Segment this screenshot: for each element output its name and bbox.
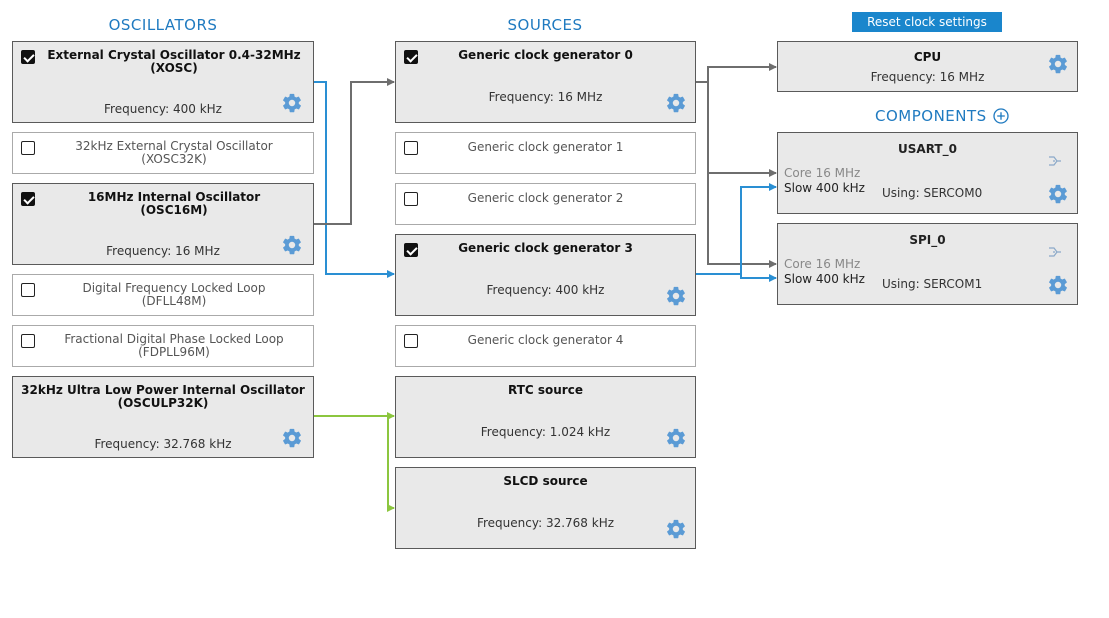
wire-osculp32k-to-slcd [387, 416, 395, 512]
components-header-label: COMPONENTS [875, 107, 987, 125]
source-frequency: Frequency: 1.024 kHz [480, 425, 611, 439]
source-title: Generic clock generator 0 [458, 48, 633, 62]
wire-gclk0-to-cpu [695, 63, 777, 83]
oscillator-osc16m: 16MHz Internal Oscillator(OSC16M) Freque… [12, 183, 314, 265]
connector-plug-icon[interactable] [1047, 244, 1063, 260]
gclk3-enable-checkbox[interactable] [404, 243, 418, 257]
oscillator-osculp32k: 32kHz Ultra Low Power Internal Oscillato… [12, 376, 314, 458]
component-title: SPI_0 [909, 233, 946, 247]
sources-header: SOURCES [507, 16, 583, 34]
gear-icon[interactable] [665, 427, 687, 449]
sercom-using-label: Using: SERCOM1 [882, 277, 983, 291]
oscillator-title: Fractional Digital Phase Locked Loop(FDP… [64, 332, 284, 359]
xosc32k-enable-checkbox[interactable] [21, 141, 35, 155]
gear-icon[interactable] [281, 234, 303, 256]
cpu-box: CPU Frequency: 16 MHz [777, 41, 1078, 92]
components-header: COMPONENTS [875, 107, 1009, 125]
source-gclk1: Generic clock generator 1 [395, 132, 696, 174]
source-gclk4: Generic clock generator 4 [395, 325, 696, 367]
gear-icon[interactable] [281, 427, 303, 449]
gear-icon[interactable] [665, 92, 687, 114]
oscillator-title: 32kHz External Crystal Oscillator(XOSC32… [75, 139, 273, 166]
source-frequency: Frequency: 400 kHz [486, 283, 605, 297]
source-slcd: SLCD source Frequency: 32.768 kHz [395, 467, 696, 549]
oscillator-title: Digital Frequency Locked Loop(DFLL48M) [82, 281, 266, 308]
gear-icon[interactable] [281, 92, 303, 114]
source-title: Generic clock generator 2 [467, 191, 624, 205]
oscillator-fdpll96m: Fractional Digital Phase Locked Loop(FDP… [12, 325, 314, 367]
core-clock-label: Core 16 MHz [784, 257, 861, 271]
oscillator-title: 32kHz Ultra Low Power Internal Oscillato… [21, 383, 305, 410]
oscillator-frequency: Frequency: 400 kHz [104, 102, 222, 116]
wire-osc16m-to-gclk0 [313, 78, 395, 225]
source-title: RTC source [508, 383, 583, 397]
oscillator-title: 16MHz Internal Oscillator(OSC16M) [87, 190, 261, 217]
plus-circle-icon[interactable] [993, 108, 1009, 124]
gear-icon[interactable] [1047, 53, 1069, 75]
gclk1-enable-checkbox[interactable] [404, 141, 418, 155]
reset-clock-settings-button[interactable]: Reset clock settings [852, 12, 1002, 32]
oscillator-frequency: Frequency: 32.768 kHz [94, 437, 232, 451]
connector-plug-icon[interactable] [1047, 153, 1063, 169]
core-clock-label: Core 16 MHz [784, 166, 861, 180]
fdpll96m-enable-checkbox[interactable] [21, 334, 35, 348]
wire-gclk3-to-usart-slow [695, 183, 777, 275]
source-gclk0: Generic clock generator 0 Frequency: 16 … [395, 41, 696, 123]
slow-clock-label: Slow 400 kHz [784, 272, 865, 286]
source-frequency: Frequency: 32.768 kHz [476, 516, 615, 530]
cpu-title: CPU [913, 50, 942, 64]
gear-icon[interactable] [665, 518, 687, 540]
source-title: SLCD source [503, 474, 588, 488]
source-gclk2: Generic clock generator 2 [395, 183, 696, 225]
dfll48m-enable-checkbox[interactable] [21, 283, 35, 297]
wire-gclk0-to-spi-core [707, 173, 777, 268]
gear-icon[interactable] [1047, 274, 1069, 296]
cpu-frequency: Frequency: 16 MHz [870, 70, 985, 84]
gclk4-enable-checkbox[interactable] [404, 334, 418, 348]
xosc-enable-checkbox[interactable] [21, 50, 35, 64]
oscillator-xosc32k: 32kHz External Crystal Oscillator(XOSC32… [12, 132, 314, 174]
component-usart0: USART_0 Core 16 MHz Slow 400 kHz Using: … [777, 132, 1078, 214]
slow-clock-label: Slow 400 kHz [784, 181, 865, 195]
source-rtc: RTC source Frequency: 1.024 kHz [395, 376, 696, 458]
oscillator-dfll48m: Digital Frequency Locked Loop(DFLL48M) [12, 274, 314, 316]
oscillator-title: External Crystal Oscillator 0.4-32MHz(XO… [47, 48, 301, 75]
osc16m-enable-checkbox[interactable] [21, 192, 35, 206]
wire-gclk3-to-spi-slow [740, 274, 777, 282]
oscillator-frequency: Frequency: 16 MHz [106, 244, 220, 258]
component-spi0: SPI_0 Core 16 MHz Slow 400 kHz Using: SE… [777, 223, 1078, 305]
sercom-using-label: Using: SERCOM0 [882, 186, 983, 200]
gear-icon[interactable] [665, 285, 687, 307]
gclk0-enable-checkbox[interactable] [404, 50, 418, 64]
source-title: Generic clock generator 1 [467, 140, 624, 154]
gear-icon[interactable] [1047, 183, 1069, 205]
component-title: USART_0 [898, 142, 957, 156]
wire-gclk0-to-usart-core [707, 82, 777, 177]
oscillator-xosc: External Crystal Oscillator 0.4-32MHz(XO… [12, 41, 314, 123]
oscillators-header: OSCILLATORS [108, 16, 218, 34]
source-title: Generic clock generator 3 [458, 241, 633, 255]
wire-xosc-to-gclk3 [313, 81, 395, 278]
source-title: Generic clock generator 4 [467, 333, 624, 347]
gclk2-enable-checkbox[interactable] [404, 192, 418, 206]
source-frequency: Frequency: 16 MHz [488, 90, 603, 104]
source-gclk3: Generic clock generator 3 Frequency: 400… [395, 234, 696, 316]
